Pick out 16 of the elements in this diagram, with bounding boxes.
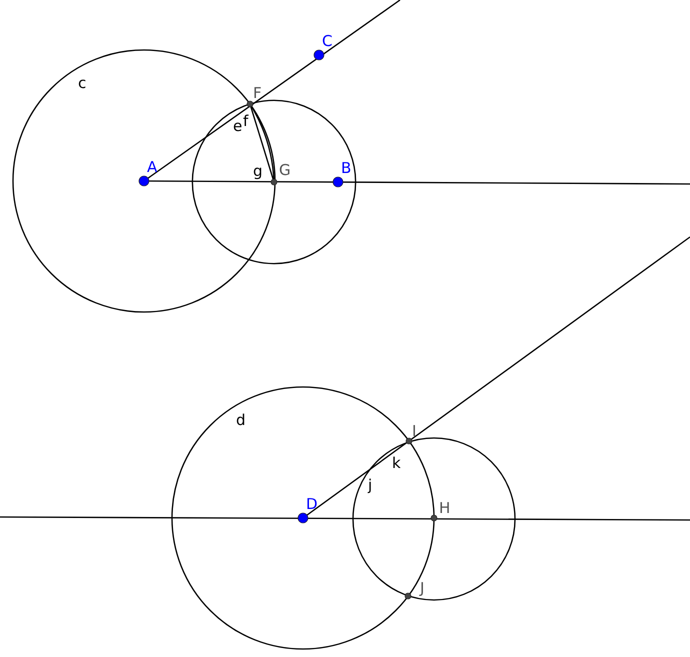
object-label: j: [368, 478, 372, 493]
point-label: H: [439, 501, 450, 516]
object-label: f: [243, 114, 248, 129]
point-label: F: [253, 86, 262, 101]
object-label: c: [78, 76, 86, 91]
point-label: A: [147, 160, 158, 175]
point-label: B: [341, 161, 352, 176]
object-label: g: [253, 164, 263, 179]
point-label: C: [322, 34, 332, 49]
point-label: J: [420, 581, 424, 596]
point-label: D: [306, 497, 318, 512]
object-label: k: [392, 456, 401, 471]
point-label: G: [279, 163, 291, 178]
point-label: I: [412, 424, 416, 439]
object-label: d: [236, 413, 246, 428]
object-label: e: [233, 119, 242, 134]
